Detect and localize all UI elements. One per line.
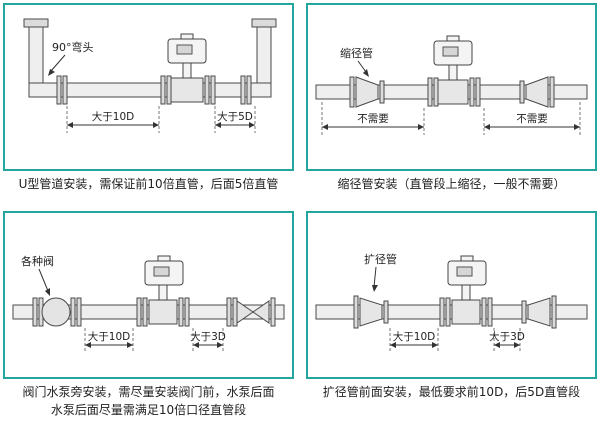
reducer-diagram: 缩径管 不需要 不需要	[315, 35, 588, 135]
dim-left-label: 不需要	[357, 113, 389, 125]
dim-right-label: 大于3D	[190, 330, 226, 343]
dimension-right: 大于3D	[190, 328, 226, 354]
elbow-callout: 90°弯头	[48, 40, 94, 76]
valve	[32, 297, 82, 327]
flowmeter	[439, 255, 493, 327]
valve-pump-caption-line2: 水泵后面尽量需满足10倍口径直管段	[50, 402, 247, 417]
reducer-left	[349, 76, 385, 108]
panel-valve-pump: 各种阀 大于10D 大于	[3, 211, 294, 429]
reducer-caption: 缩径管安装（直管段上缩径，一般不需要）	[337, 177, 566, 191]
dimension-right: 不需要	[483, 102, 581, 135]
expander-caption: 扩径管前面安装，最低要求前10D，后5D直管段	[322, 385, 581, 400]
dim-right-label: 不需要	[516, 113, 548, 125]
dimension-right: 大于3D	[489, 328, 525, 354]
expander-diagram-box: 扩径管 大于10D 大于	[306, 211, 597, 380]
pump-valve-right	[226, 297, 276, 327]
u-type-diagram: 90°弯头 大于10D	[23, 18, 277, 133]
expander-diagram: 扩径管 大于10D 大于	[315, 252, 588, 354]
flowmeter	[427, 35, 481, 107]
panel-reducer: 缩径管 不需要 不需要	[306, 3, 597, 203]
valve-pump-diagram-box: 各种阀 大于10D 大于	[3, 211, 294, 380]
valve-label: 各种阀	[21, 254, 54, 268]
valve-pump-caption: 阀门水泵旁安装，需尽量安装阀门前，水泵后面 水泵后面尽量需满足10倍口径直管段	[3, 384, 294, 419]
panel-expander: 扩径管 大于10D 大于	[306, 211, 597, 429]
expander-callout: 扩径管	[364, 252, 397, 293]
dimension-left: 大于10D	[84, 328, 134, 354]
dimension-right: 大于5D	[214, 106, 256, 133]
pipe-flanges	[56, 75, 252, 105]
expander-left	[353, 295, 389, 329]
valve-callout: 各种阀	[21, 254, 54, 297]
valve-pump-diagram: 各种阀 大于10D 大于	[12, 254, 285, 354]
u-type-caption: U型管道安装，需保证前10倍直管，后面5倍直管	[18, 177, 279, 191]
flowmeter	[160, 33, 216, 105]
dim-left-label: 大于10D	[393, 330, 435, 343]
elbow-label: 90°弯头	[52, 40, 94, 54]
panel-u-type: 90°弯头 大于10D	[3, 3, 294, 203]
dimension-left: 大于10D	[389, 328, 439, 354]
u-type-diagram-box: 90°弯头 大于10D	[3, 3, 294, 171]
flowmeter	[136, 255, 190, 327]
dim-left-label: 大于10D	[88, 330, 130, 343]
dim-right-label: 大于3D	[489, 330, 525, 343]
reducer-label: 缩径管	[340, 46, 373, 60]
dim-right-label: 大于5D	[217, 110, 253, 123]
dimension-left: 大于10D	[66, 106, 160, 133]
reducer-right	[519, 76, 555, 108]
dim-left-label: 大于10D	[92, 110, 134, 123]
reducer-callout: 缩径管	[340, 46, 373, 77]
expander-right	[521, 295, 557, 329]
valve-pump-caption-line1: 阀门水泵旁安装，需尽量安装阀门前，水泵后面	[22, 385, 275, 400]
reducer-diagram-box: 缩径管 不需要 不需要	[306, 3, 597, 171]
dimension-left: 不需要	[321, 102, 425, 135]
expander-label: 扩径管	[364, 252, 397, 266]
